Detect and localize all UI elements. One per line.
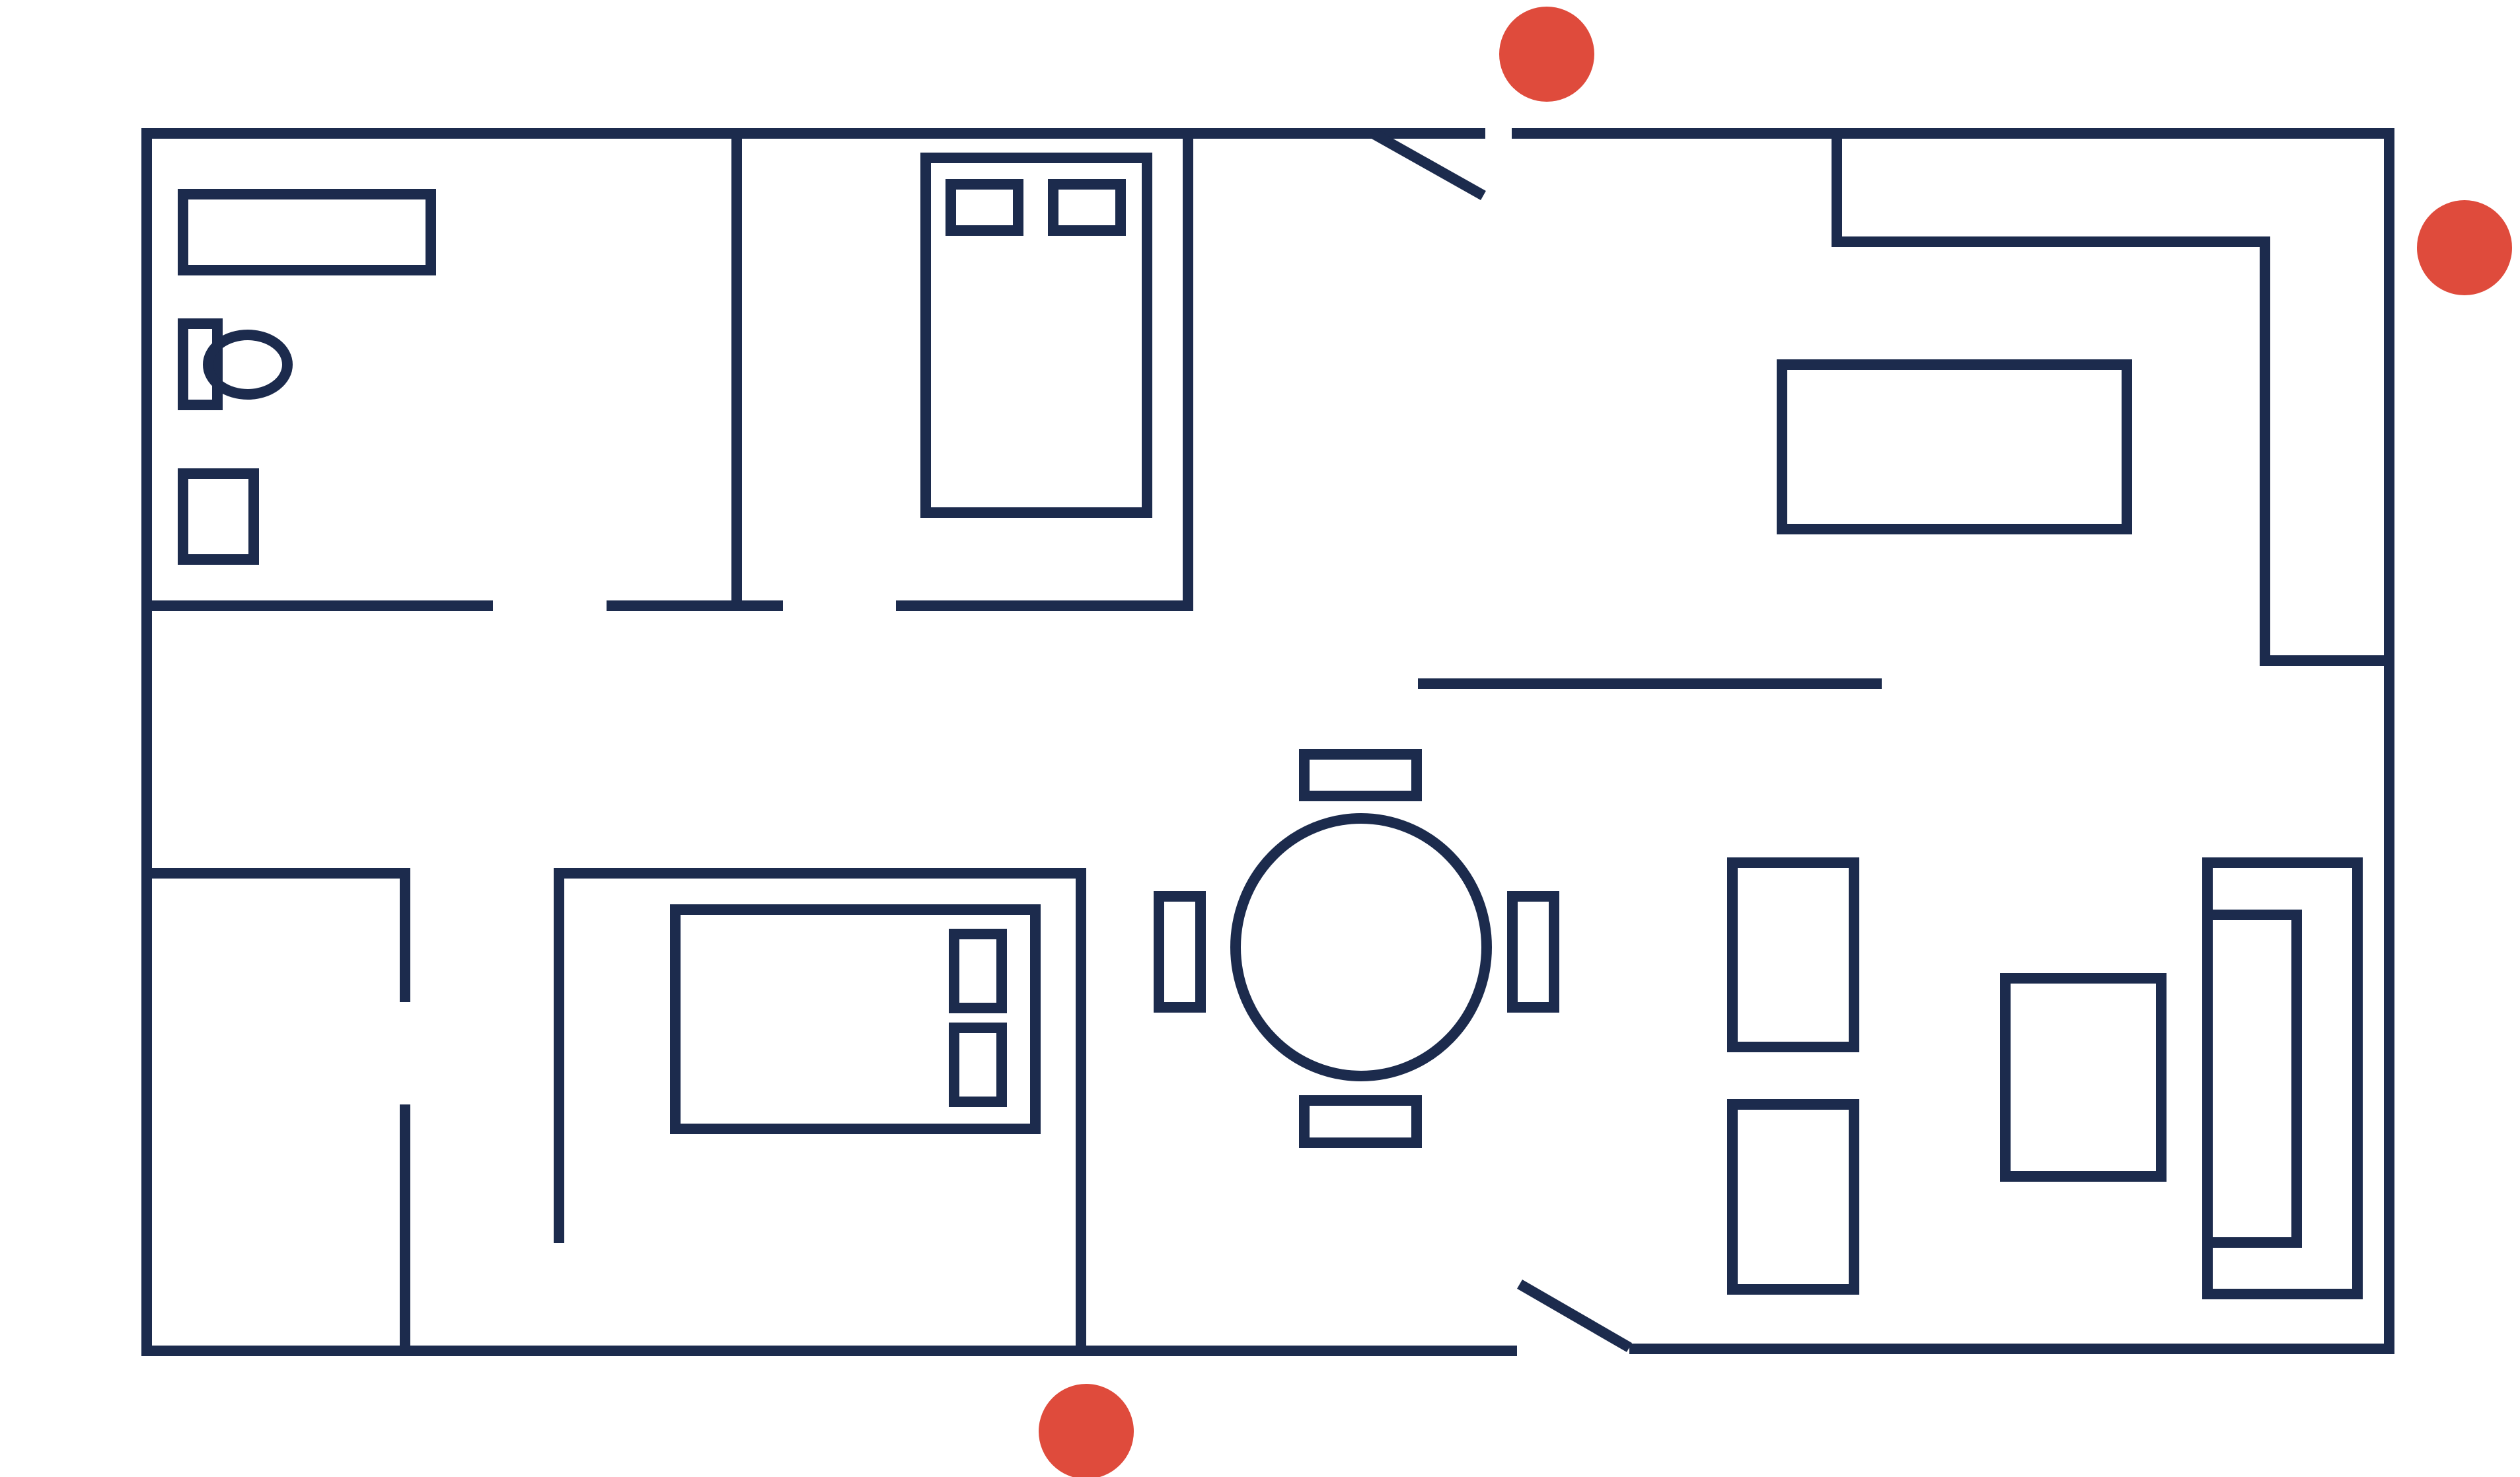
toilet-tank [178, 318, 223, 410]
kitchen-island [1777, 359, 2132, 534]
marker-bottom-door[interactable] [1039, 1384, 1134, 1477]
toilet [178, 318, 293, 410]
door-swing-bottom [1516, 1279, 1633, 1352]
toilet-bowl [203, 330, 293, 400]
walls [141, 128, 2394, 1356]
bottom-bedroom-wall [554, 868, 1086, 1351]
pillow-bottom-top [949, 929, 1007, 1013]
bottom-left-room-wall [147, 868, 410, 1002]
chair-right [1507, 891, 1559, 1013]
round-table [1230, 813, 1492, 1081]
armchair-top [1727, 857, 1859, 1052]
double-bed-top [920, 153, 1152, 518]
fixtures [178, 153, 2363, 1299]
pillow-top-right [1048, 179, 1126, 236]
double-bed-bottom [670, 904, 1041, 1134]
armchair-bottom [1727, 1099, 1859, 1295]
door-swing-top [1370, 129, 1486, 200]
marker-right-side[interactable] [2417, 200, 2512, 295]
bedroom-top-wall [896, 133, 1193, 611]
chair-left [1154, 891, 1206, 1013]
marker-top-door[interactable] [1499, 7, 1594, 102]
chair-top [1299, 749, 1422, 801]
sofa [2202, 857, 2363, 1299]
chair-bottom [1299, 1095, 1422, 1148]
bathtub [178, 189, 436, 275]
pillow-bottom-lower [949, 1023, 1007, 1107]
outer-wall-top-left [141, 128, 1517, 1356]
coffee-table [2000, 973, 2167, 1182]
bathroom-bedroom-wall [607, 133, 742, 611]
markers [1039, 7, 2512, 1477]
outer-wall-right [1512, 128, 2394, 1354]
sofa-seat [2202, 910, 2302, 1248]
kitchen-counter [1832, 133, 2389, 666]
sink [178, 468, 259, 565]
pillow-top-left [945, 179, 1023, 236]
